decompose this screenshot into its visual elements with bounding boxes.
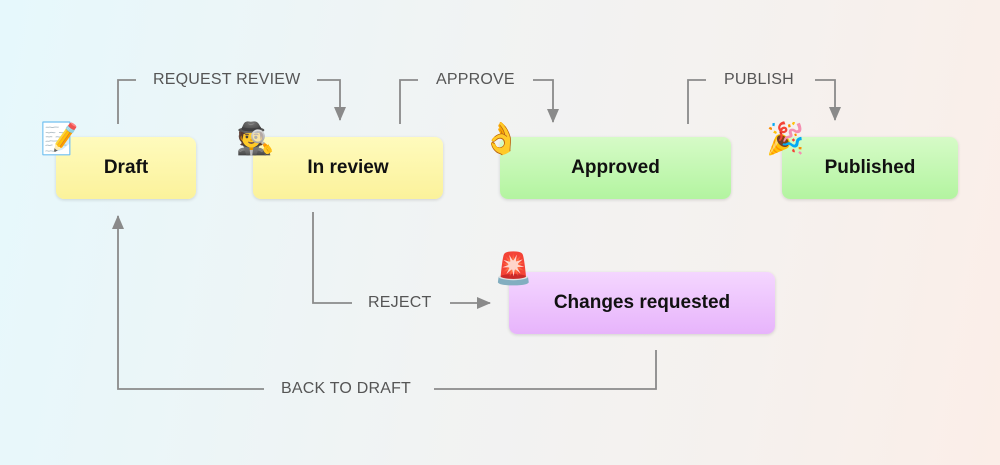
edge-label-reject: REJECT	[368, 294, 432, 311]
state-published[interactable]: Published	[782, 137, 958, 199]
edge-approve-line-end	[533, 79, 559, 123]
edge-request-review-line-start	[117, 79, 136, 124]
state-in-review-label: In review	[307, 157, 389, 178]
ok-hand-icon: 👌	[482, 121, 521, 157]
state-approved[interactable]: Approved	[500, 137, 731, 199]
edge-publish-line-start	[687, 79, 706, 124]
state-draft-label: Draft	[103, 157, 149, 178]
edge-label-request-review: REQUEST REVIEW	[153, 71, 301, 88]
edge-request-review-line-end	[317, 79, 346, 121]
state-changes-requested-label: Changes requested	[553, 292, 731, 313]
party-popper-icon: 🎉	[766, 121, 805, 157]
state-approved-label: Approved	[571, 157, 660, 178]
state-changes-requested[interactable]: Changes requested	[509, 272, 775, 334]
edge-publish-line-end	[815, 79, 841, 121]
edge-approve-line-start	[399, 79, 418, 124]
police-light-icon: 🚨	[494, 251, 533, 287]
edge-back-to-draft-line-end	[112, 215, 264, 390]
edge-back-to-draft-line-start	[434, 350, 657, 390]
edge-label-back-to-draft: BACK TO DRAFT	[281, 380, 412, 397]
memo-pencil-icon: 📝	[40, 121, 79, 157]
state-published-label: Published	[824, 157, 916, 178]
edge-label-publish: PUBLISH	[724, 71, 794, 88]
state-in-review[interactable]: In review	[253, 137, 443, 199]
state-draft[interactable]: Draft	[56, 137, 196, 199]
edge-reject-line-start	[312, 212, 352, 304]
edge-label-approve: APPROVE	[436, 71, 515, 88]
detective-icon: 🕵	[236, 121, 275, 157]
